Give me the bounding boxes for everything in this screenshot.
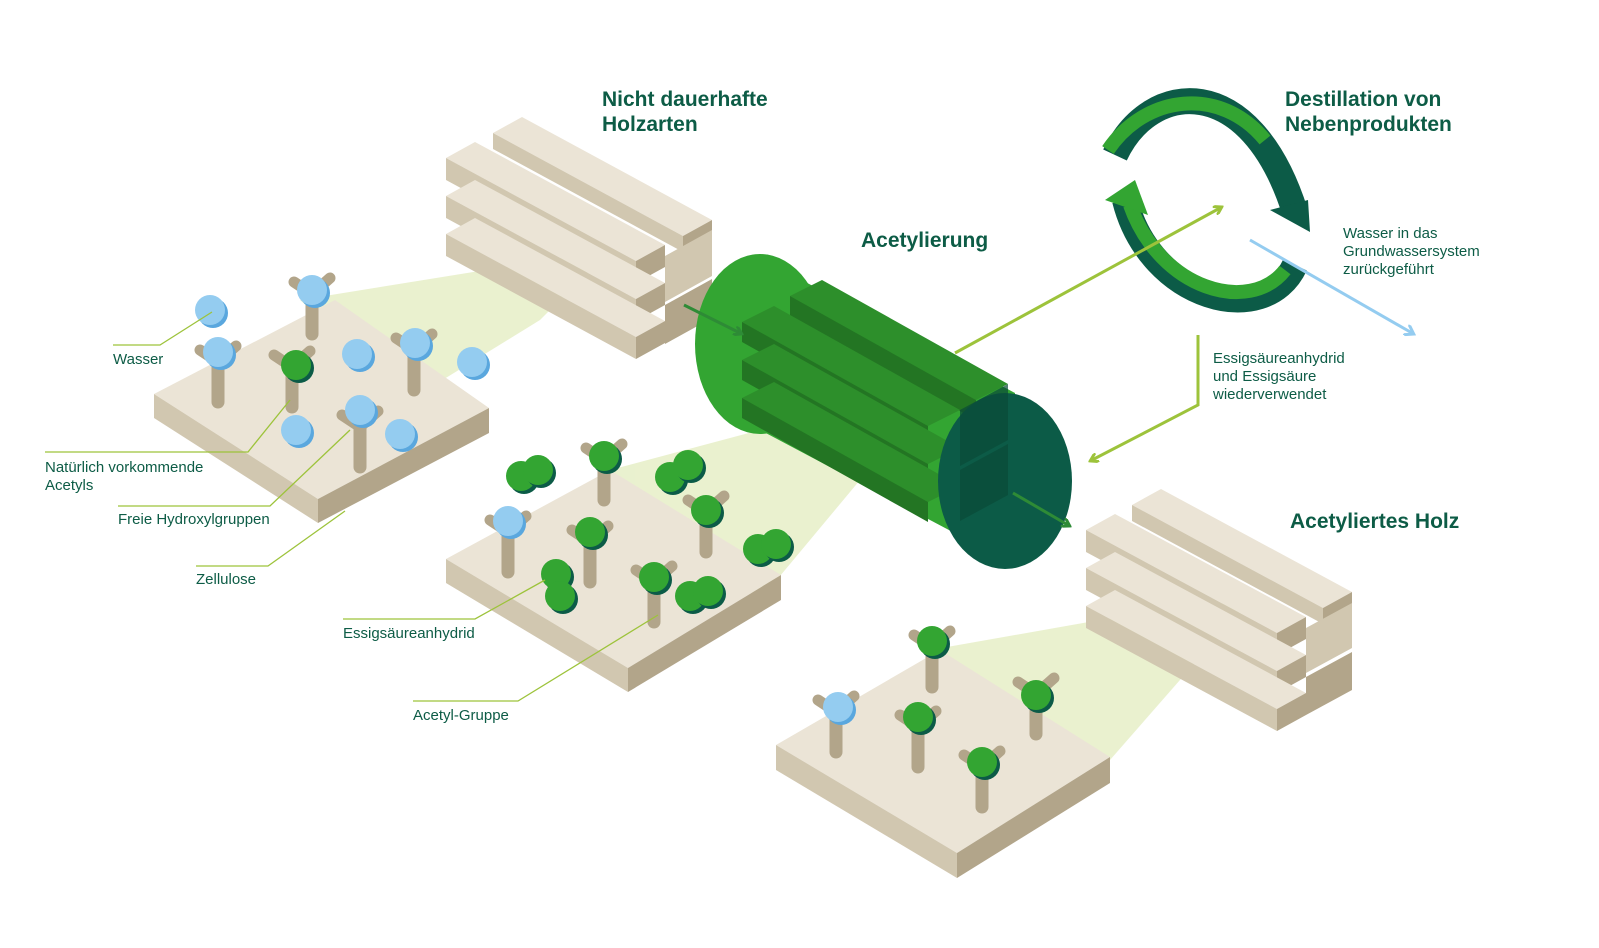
- water-molecule: [457, 347, 490, 380]
- acetyl-group: [639, 562, 672, 595]
- water-molecule: [342, 339, 375, 372]
- acetyl-group: [917, 626, 950, 659]
- label-acetyl-group: Acetyl-Gruppe: [413, 707, 509, 724]
- acetic-anhydride: [761, 529, 794, 562]
- acetyl-group: [967, 747, 1000, 780]
- acetyl-group: [691, 495, 724, 528]
- leader-lines: [45, 311, 659, 702]
- acetylation-reactor: [695, 254, 1072, 569]
- distillation-cycle-icon: [1102, 88, 1310, 313]
- water-molecule: [203, 337, 236, 370]
- molecule-balls: [195, 275, 1054, 780]
- label-natural-acetyls: Natürlich vorkommende Acetyls: [45, 459, 204, 494]
- wood-in-reactor: [742, 280, 1008, 522]
- acetic-anhydride: [545, 581, 578, 614]
- wood-stack-untreated: [446, 117, 712, 359]
- acetyl-group: [903, 702, 936, 735]
- label-groundwater: Wasser in das Grundwassersystem zurückge…: [1343, 225, 1480, 278]
- acetyl-group: [1021, 680, 1054, 713]
- water-molecule: [281, 415, 314, 448]
- water-molecule: [823, 692, 856, 725]
- label-recycled: Essigsäureanhydrid und Essigsäure wieder…: [1213, 350, 1345, 403]
- label-water: Wasser: [113, 351, 164, 368]
- wood-stack-acetylated: [1086, 489, 1352, 731]
- acetic-anhydride: [673, 450, 706, 483]
- flow-arrows: [683, 208, 1412, 525]
- heading-non-durable-wood: Nicht dauerhafte Holzarten: [602, 88, 768, 136]
- label-acetic-anhydride: Essigsäureanhydrid: [343, 625, 475, 642]
- water-molecule: [345, 395, 378, 428]
- water-molecule: [297, 275, 330, 308]
- acetic-anhydride: [693, 576, 726, 609]
- acetic-anhydride: [523, 455, 556, 488]
- acetyl-group: [589, 441, 622, 474]
- heading-distillation: Destillation von Nebenprodukten: [1285, 88, 1452, 136]
- label-cellulose: Zellulose: [196, 571, 257, 588]
- water-molecule: [493, 506, 526, 539]
- label-free-hydroxyl-groups: Freie Hydroxylgruppen: [118, 511, 270, 528]
- acetyl-group: [575, 517, 608, 550]
- water-molecule: [385, 419, 418, 452]
- water-molecule: [400, 328, 433, 361]
- natural-acetyl: [281, 350, 314, 383]
- cellulose-platform-acetylated: [776, 650, 1110, 878]
- water-molecule: [195, 295, 228, 328]
- wood-plank: [1086, 590, 1306, 731]
- wood-plank: [446, 218, 665, 359]
- heading-acetylation: Acetylierung: [861, 229, 989, 252]
- heading-acetylated-wood: Acetyliertes Holz: [1290, 510, 1460, 533]
